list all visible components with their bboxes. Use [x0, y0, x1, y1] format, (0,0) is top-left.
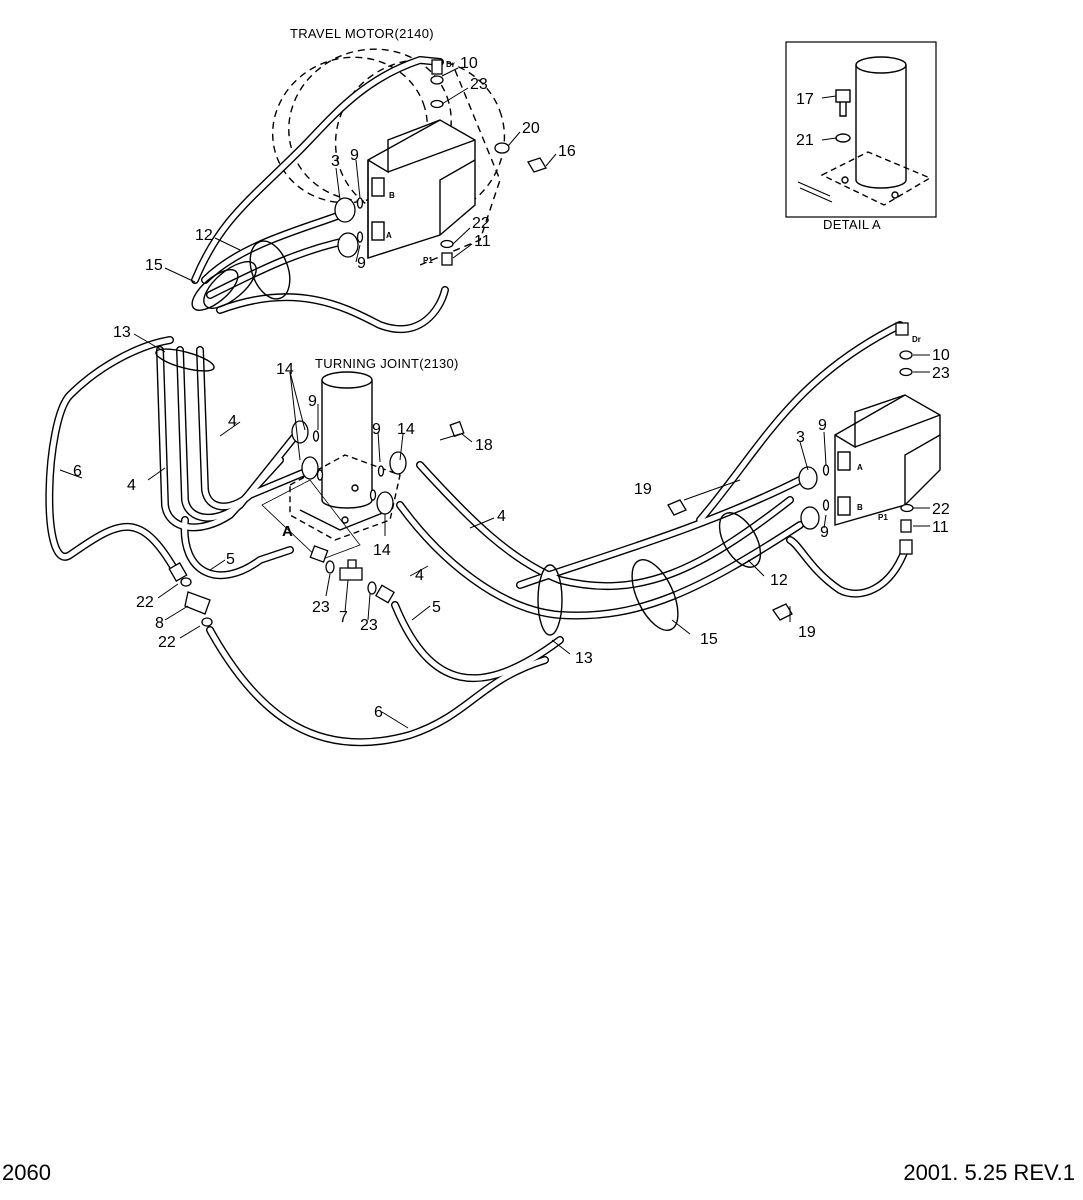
callout-6: 6	[73, 463, 82, 480]
callout-3: 3	[796, 429, 805, 446]
fittings	[168, 59, 914, 627]
page-number: 2060	[2, 1160, 51, 1185]
callout-22: 22	[932, 501, 950, 518]
detail-a-title: DETAIL A	[823, 217, 881, 232]
callout-23: 23	[932, 365, 950, 382]
callout-23: 23	[360, 617, 378, 634]
callout-19: 19	[634, 481, 652, 498]
part-callouts-left: 4 4 5 6 8 13 22 22	[73, 324, 237, 651]
part-callouts-right: 3 4 4 5 6 9 9 10 11 12 13 15 19 19 22 23	[374, 347, 950, 721]
callout-8: 8	[155, 615, 164, 632]
travel-motor-title: TRAVEL MOTOR(2140)	[290, 26, 434, 41]
travel-motor-upper	[271, 48, 506, 266]
callout-15: 15	[700, 631, 718, 648]
callout-9: 9	[350, 147, 359, 164]
callout-5: 5	[226, 551, 235, 568]
part-callouts-upper: 3 9 9 10 11 12 15 16 20 22 23	[145, 55, 576, 274]
callout-9: 9	[372, 421, 381, 438]
callout-4: 4	[415, 567, 424, 584]
callout-13: 13	[575, 650, 593, 667]
port-a-upper: A	[386, 231, 392, 240]
part-callouts-detail: 17 21	[796, 91, 814, 149]
callout-18: 18	[475, 437, 493, 454]
callout-11: 11	[932, 519, 949, 536]
part-callouts-center: 7 9 9 14 14 14 18 23 23	[276, 361, 493, 634]
callout-10: 10	[932, 347, 950, 364]
hose-clamps	[155, 240, 762, 636]
callout-6: 6	[374, 704, 383, 721]
detail-a-box	[785, 41, 937, 218]
callout-21: 21	[796, 132, 814, 149]
callout-19: 19	[798, 624, 816, 641]
port-a-right: A	[857, 463, 863, 472]
travel-motor-right	[834, 394, 941, 526]
callout-14: 14	[397, 421, 415, 438]
port-dr-right: Dr	[912, 335, 921, 344]
callout-9: 9	[357, 255, 366, 272]
callout-13: 13	[113, 324, 131, 341]
callout-23: 23	[312, 599, 330, 616]
callout-9: 9	[818, 417, 827, 434]
port-b-upper: B	[389, 191, 395, 200]
callout-20: 20	[522, 120, 540, 137]
port-p1-right: P1	[878, 513, 888, 522]
callout-12: 12	[195, 227, 213, 244]
callout-11: 11	[474, 233, 491, 250]
callout-4: 4	[127, 477, 136, 494]
callout-3: 3	[331, 153, 340, 170]
callout-16: 16	[558, 143, 576, 160]
callout-12: 12	[770, 572, 788, 589]
callout-22: 22	[136, 594, 154, 611]
callout-4: 4	[497, 508, 506, 525]
port-p1-upper: P1	[423, 256, 433, 265]
callout-23: 23	[470, 76, 488, 93]
revision-date: 2001. 5.25 REV.1	[903, 1160, 1075, 1185]
section-marker: A	[282, 523, 293, 540]
callout-22: 22	[158, 634, 176, 651]
port-dr-upper: Dr	[446, 60, 455, 69]
callout-14: 14	[373, 542, 391, 559]
callout-9: 9	[308, 393, 317, 410]
callout-5: 5	[432, 599, 441, 616]
callout-17: 17	[796, 91, 814, 108]
leader-lines	[59, 67, 930, 729]
port-b-right: B	[857, 503, 863, 512]
callout-4: 4	[228, 413, 237, 430]
callout-15: 15	[145, 257, 163, 274]
callout-22: 22	[472, 215, 490, 232]
turning-joint	[261, 371, 401, 561]
callout-9: 9	[820, 524, 829, 541]
callout-7: 7	[339, 609, 348, 626]
callout-10: 10	[460, 55, 478, 72]
callout-14: 14	[276, 361, 294, 378]
hose-routing	[49, 56, 909, 742]
turning-joint-title: TURNING JOINT(2130)	[315, 356, 459, 371]
